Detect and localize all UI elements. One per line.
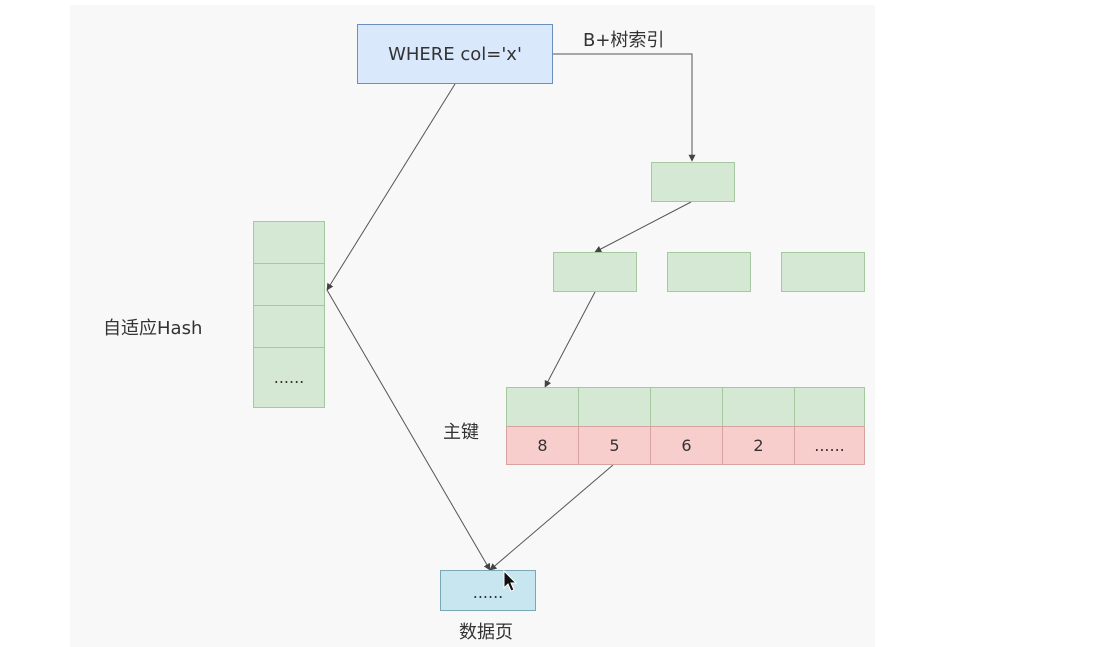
primary-key-label: 主键 bbox=[443, 422, 479, 443]
leaf-value-cell: 2 bbox=[722, 426, 795, 465]
leaf-value-cell: 6 bbox=[650, 426, 723, 465]
leaf-key-cell bbox=[506, 387, 579, 427]
arrow-node-to-leaf bbox=[544, 291, 596, 388]
arrow-root-to-left-node bbox=[594, 201, 692, 253]
arrow-query-to-hash bbox=[326, 83, 456, 291]
query-box: WHERE col='x' bbox=[357, 24, 553, 84]
hash-slot-ellipsis: ...... bbox=[253, 347, 325, 408]
btree-index-label: B+树索引 bbox=[583, 30, 665, 51]
leaf-key-cell bbox=[794, 387, 865, 427]
btree-internal-node bbox=[553, 252, 637, 292]
arrow-hash-to-data-page bbox=[326, 289, 491, 571]
hash-slot bbox=[253, 221, 325, 264]
data-page-label: 数据页 bbox=[459, 622, 513, 643]
btree-internal-node bbox=[781, 252, 865, 292]
leaf-key-cell bbox=[650, 387, 723, 427]
data-page-box: ...... bbox=[440, 570, 536, 611]
adaptive-hash-label: 自适应Hash bbox=[103, 318, 203, 339]
leaf-key-cell bbox=[722, 387, 795, 427]
hash-slot bbox=[253, 305, 325, 348]
query-text: WHERE col='x' bbox=[388, 43, 522, 65]
arrow-leaf-to-data-page bbox=[489, 464, 614, 571]
leaf-value-cell: 5 bbox=[578, 426, 651, 465]
arrow-query-to-btree-root bbox=[553, 53, 696, 162]
leaf-value-cell: ...... bbox=[794, 426, 865, 465]
hash-slot bbox=[253, 263, 325, 306]
leaf-value-cell: 8 bbox=[506, 426, 579, 465]
leaf-key-cell bbox=[578, 387, 651, 427]
btree-internal-node bbox=[667, 252, 751, 292]
btree-root-node bbox=[651, 162, 735, 202]
mouse-cursor-icon bbox=[503, 570, 518, 592]
